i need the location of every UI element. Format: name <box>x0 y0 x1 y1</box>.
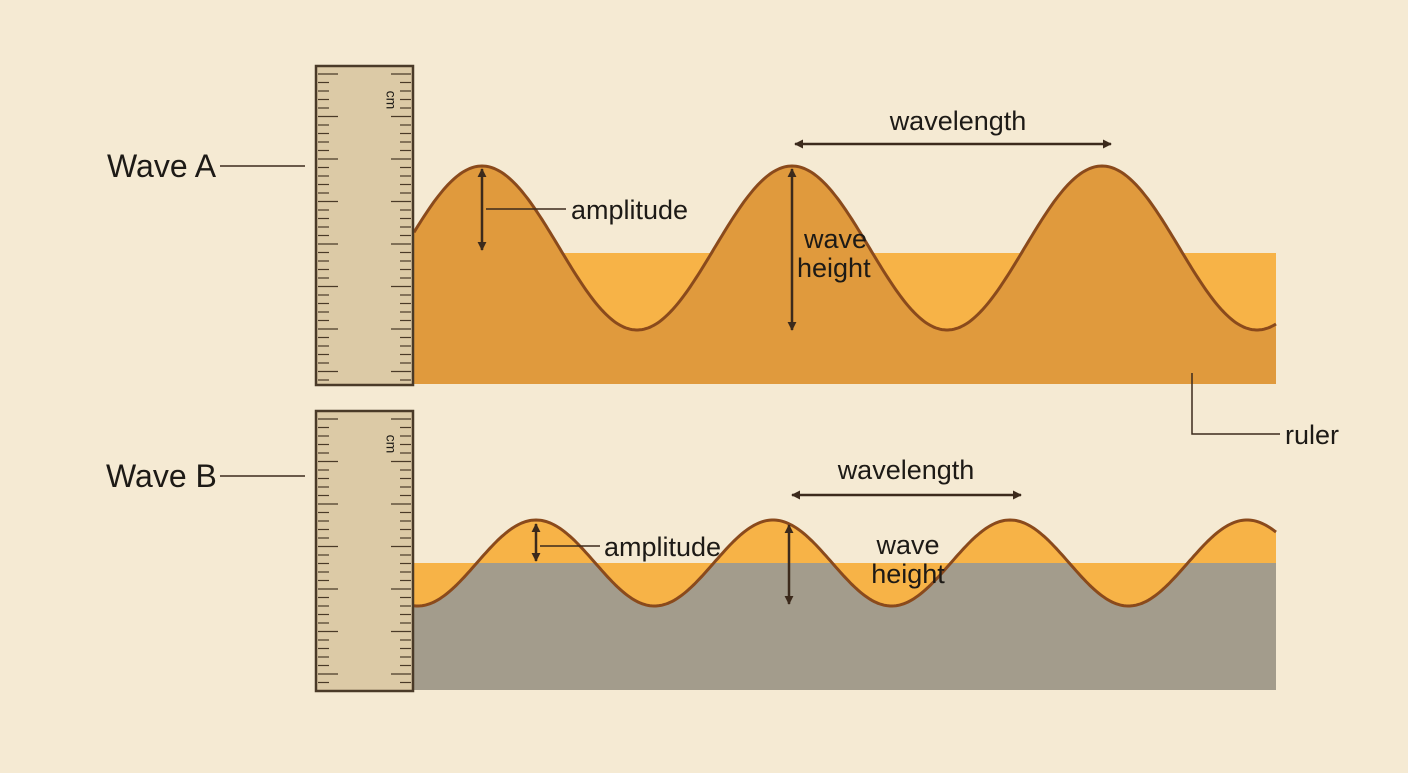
ruler-icon: cm <box>314 64 415 387</box>
wave-a-wave-height-line2: height <box>797 253 871 283</box>
ruler-a <box>314 64 415 387</box>
ruler-a-unit: cm <box>383 91 399 110</box>
wave-a-wave-height-line1: wave <box>803 224 867 254</box>
ruler-b <box>314 409 415 693</box>
wave-a-amplitude-label: amplitude <box>571 195 688 225</box>
ruler-a-ticks <box>318 73 411 381</box>
wave-b-wave-height-line2: height <box>871 559 945 589</box>
wave-b-wave-height-line1: wave <box>875 530 939 560</box>
wave-b-crest-fill <box>414 520 1276 606</box>
ruler-callout: ruler <box>1191 373 1339 450</box>
wave-a-panel: cm Wave A amplitude wavelength wave heig… <box>107 64 1277 387</box>
wave-b-curve <box>413 518 1277 608</box>
wave-b-wavelength-label: wavelength <box>837 455 975 485</box>
wave-b-amplitude-label: amplitude <box>604 532 721 562</box>
ruler-callout-leader <box>1191 373 1280 435</box>
wave-a-curve <box>412 164 1277 332</box>
ruler-callout-label: ruler <box>1285 420 1339 450</box>
ruler-b-unit: cm <box>383 435 399 454</box>
wave-a-label: Wave A <box>107 148 217 184</box>
ruler-icon: cm <box>314 409 415 693</box>
wave-b-panel: cm Wave B amplitude wavelength wave heig… <box>106 409 1277 693</box>
ruler-b-ticks <box>318 418 411 684</box>
wave-a-wavelength-label: wavelength <box>889 106 1027 136</box>
wave-b-label: Wave B <box>106 458 217 494</box>
